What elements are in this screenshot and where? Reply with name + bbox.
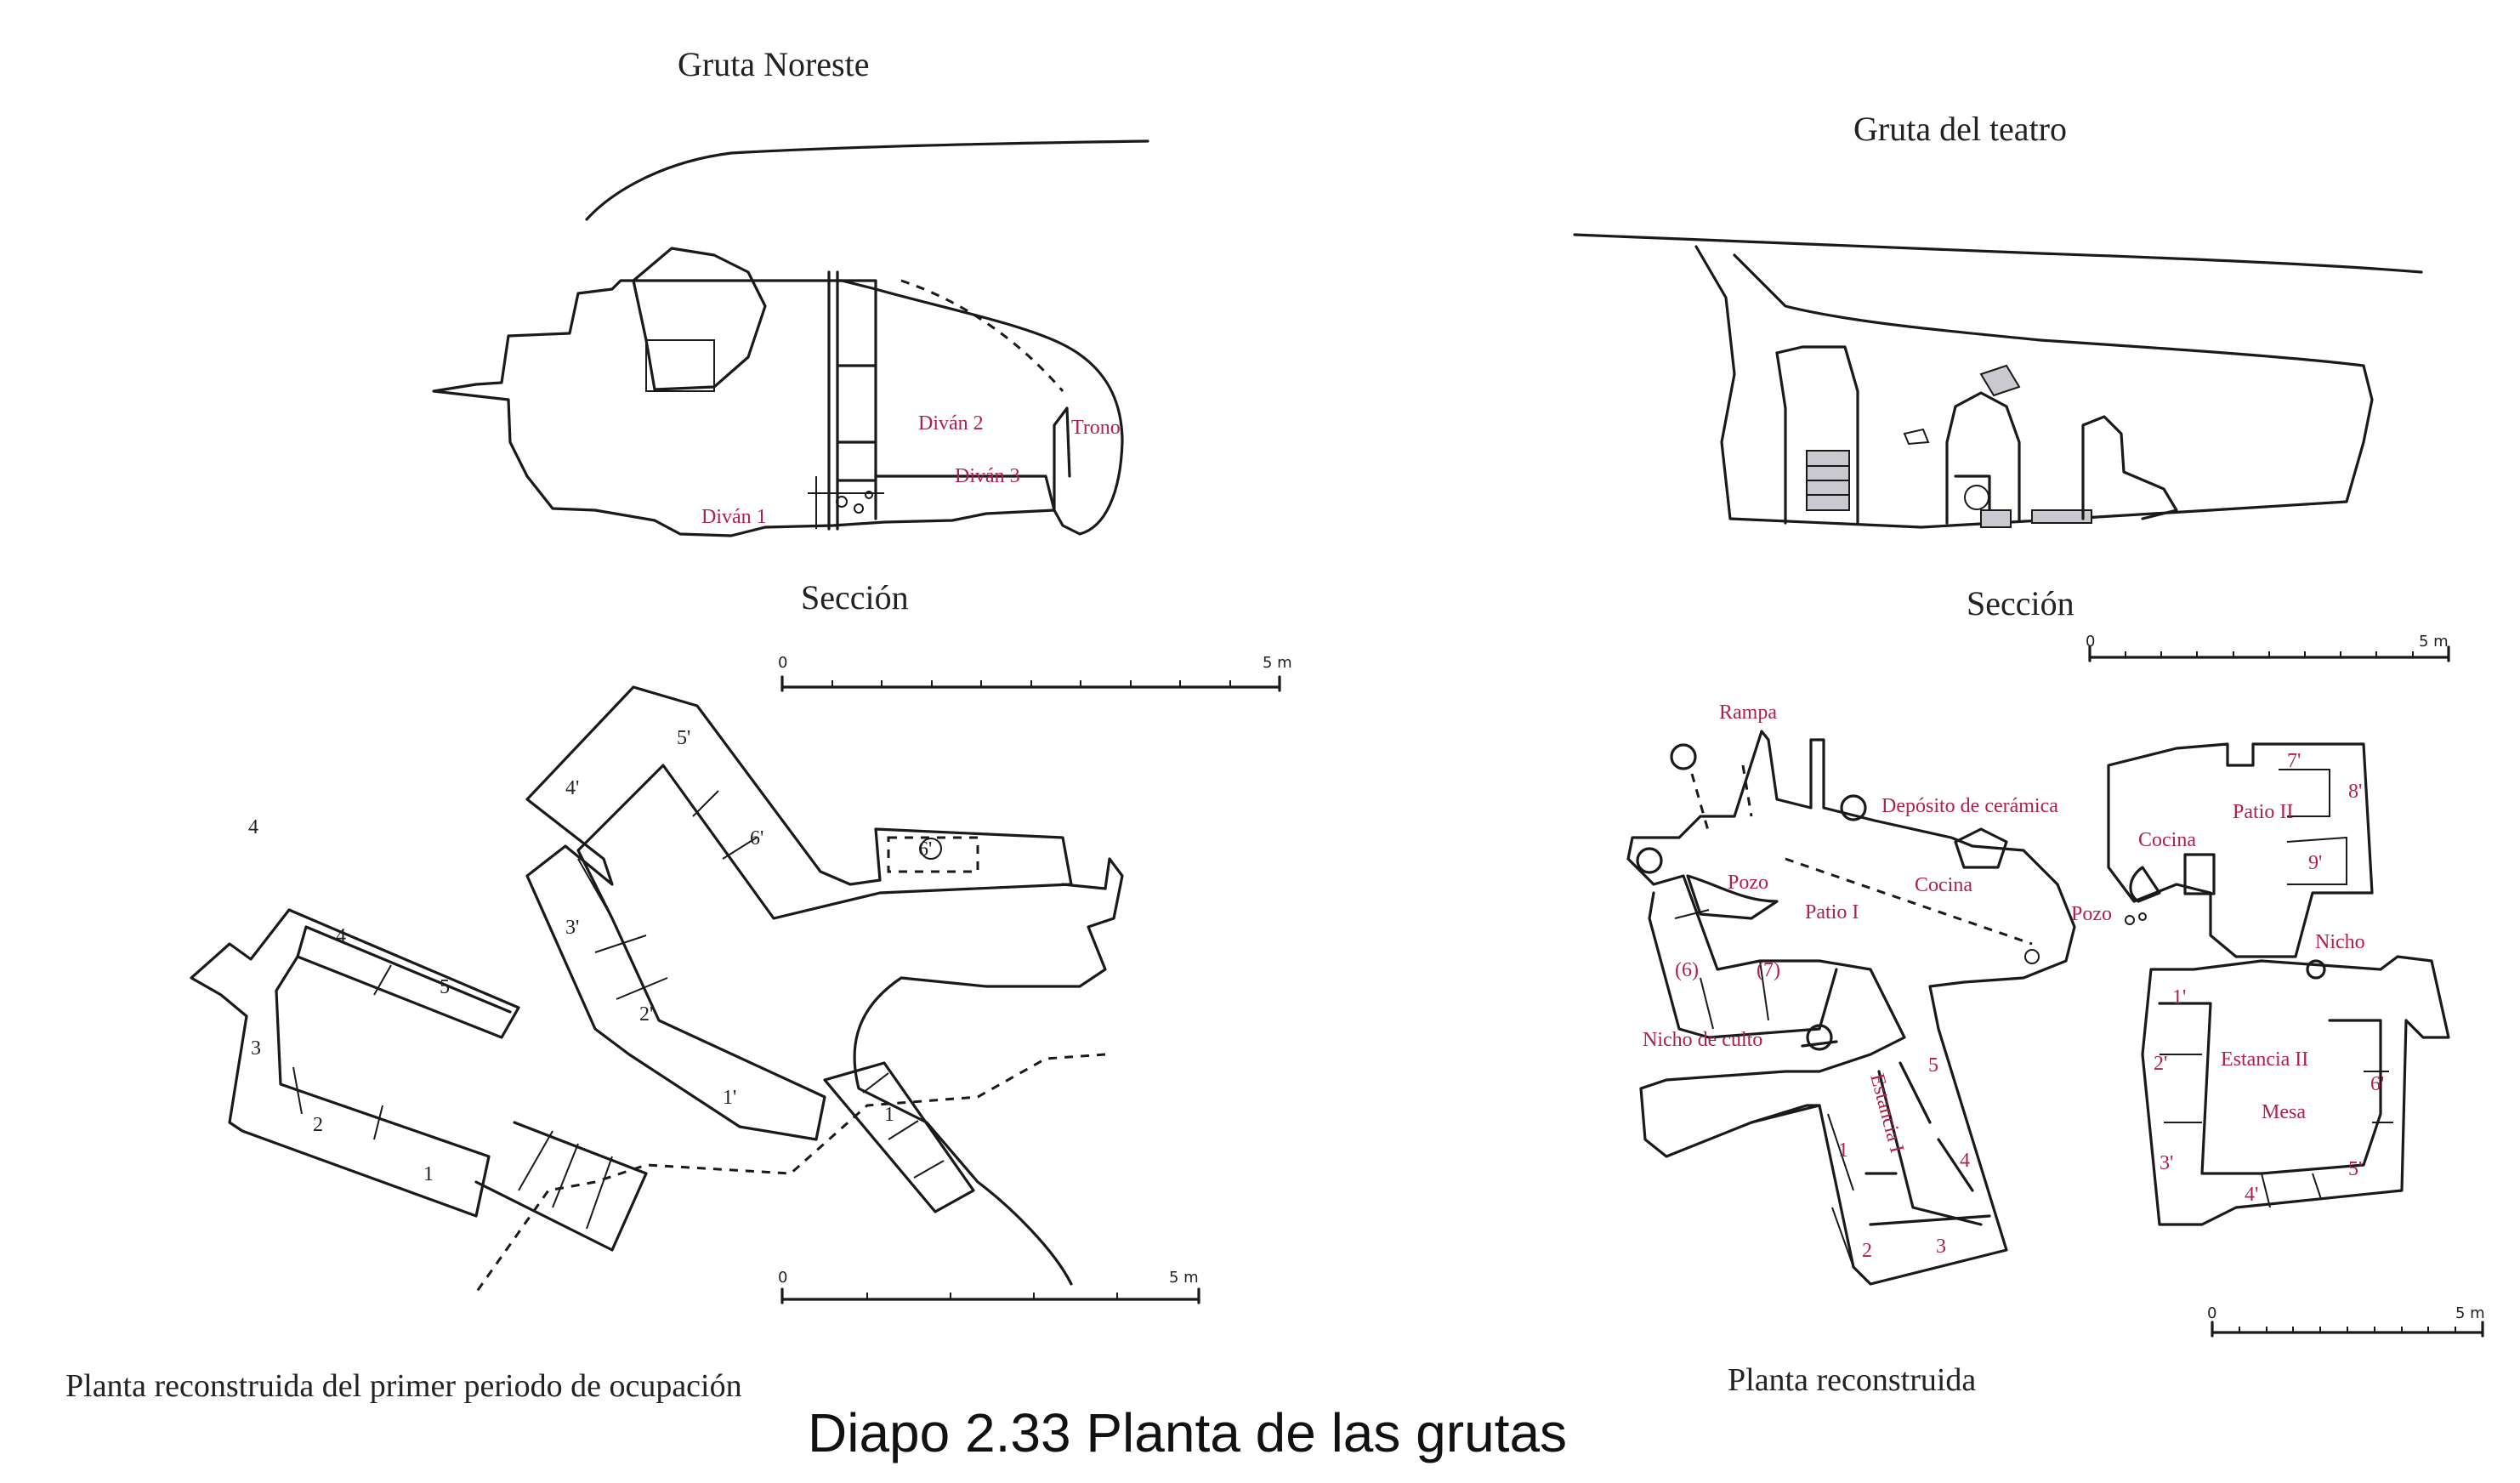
left-scale-bar-bottom <box>780 1287 1200 1304</box>
label-divan-2: Diván 2 <box>918 412 984 435</box>
left-scale-top-start: 0 <box>778 654 787 672</box>
right-label-8p: 8' <box>2348 781 2362 803</box>
label-divan-1: Diván 1 <box>701 506 767 528</box>
left-heading: Gruta Noreste <box>678 45 869 83</box>
right-label-estancia-i: Estancia I <box>1865 1071 1908 1156</box>
right-label-2p: 2' <box>2154 1053 2167 1075</box>
right-label-9p: 9' <box>2308 852 2322 874</box>
left-scale-bottom-end: 5 m <box>1169 1269 1199 1287</box>
right-scale-top-start: 0 <box>2086 633 2095 651</box>
right-plan-caption: Planta reconstruida <box>1728 1362 1976 1398</box>
right-heading: Gruta del teatro <box>1853 110 2067 148</box>
right-section-drawing <box>1573 233 2423 529</box>
left-label-4: 4 <box>336 925 346 947</box>
right-label-5p: 5' <box>2348 1158 2362 1180</box>
right-label-patio-i: Patio I <box>1805 901 1859 923</box>
left-scale-top-end: 5 m <box>1263 654 1292 672</box>
right-label-nicho: Nicho <box>2315 931 2365 953</box>
right-label-4p: 4' <box>2245 1184 2258 1206</box>
right-label-5: 5 <box>1928 1054 1938 1077</box>
right-label-1p: 1' <box>2172 986 2186 1009</box>
right-label-pozo-2: Pozo <box>2071 903 2112 925</box>
right-label-4: 4 <box>1960 1150 1970 1172</box>
label-divan-3: Diván 3 <box>955 465 1020 487</box>
right-label-6p: 6' <box>2370 1073 2384 1095</box>
left-label-4-outer: 4 <box>248 816 258 838</box>
right-label-2: 2 <box>1862 1240 1872 1262</box>
left-label-5: 5 <box>440 976 450 998</box>
right-label-7-paren: (7) <box>1757 959 1780 981</box>
right-label-deposito-ceramica: Depósito de cerámica <box>1881 795 2058 817</box>
left-label-2: 2 <box>313 1114 323 1136</box>
right-scale-bar-bottom <box>2211 1321 2484 1338</box>
right-label-mesa: Mesa <box>2262 1101 2306 1123</box>
left-label-3: 3 <box>251 1037 261 1060</box>
left-label-5p: 5' <box>677 727 690 749</box>
left-label-1-corridor: 1 <box>884 1104 894 1126</box>
left-label-1: 1 <box>423 1163 434 1185</box>
right-scale-bar-top <box>2088 645 2450 662</box>
left-section-caption: Sección <box>801 578 909 616</box>
label-trono: Trono <box>1071 417 1121 439</box>
left-label-6p-cave: 6' <box>918 838 932 861</box>
left-scale-bottom-start: 0 <box>778 1269 787 1287</box>
left-label-6p: 6' <box>750 827 763 849</box>
right-label-rampa: Rampa <box>1719 702 1777 724</box>
slide-title: Diapo 2.33 Planta de las grutas <box>808 1402 1567 1463</box>
right-scale-bottom-start: 0 <box>2207 1304 2216 1322</box>
left-label-1p: 1' <box>723 1087 736 1109</box>
right-scale-top-end: 5 m <box>2419 633 2449 651</box>
right-label-patio-ii: Patio II <box>2233 801 2293 823</box>
right-label-7p: 7' <box>2287 750 2301 772</box>
right-section-caption: Sección <box>1967 584 2074 622</box>
right-label-3: 3 <box>1936 1236 1946 1258</box>
right-label-estancia-ii: Estancia II <box>2221 1048 2308 1071</box>
right-label-1: 1 <box>1838 1139 1848 1162</box>
left-scale-bar-top <box>780 675 1281 692</box>
left-label-3p: 3' <box>565 917 579 939</box>
left-plan-caption: Planta reconstruida del primer periodo d… <box>65 1368 742 1404</box>
right-label-6-paren: (6) <box>1675 959 1699 981</box>
right-scale-bottom-end: 5 m <box>2455 1304 2485 1322</box>
right-label-pozo: Pozo <box>1728 872 1768 894</box>
left-plan-drawing <box>190 685 1124 1293</box>
left-label-2p: 2' <box>639 1003 653 1026</box>
right-label-cocina: Cocina <box>1915 874 1972 896</box>
left-label-4p: 4' <box>565 777 579 799</box>
left-section-drawing <box>432 139 1149 537</box>
right-label-cocina-2: Cocina <box>2138 829 2196 851</box>
right-label-3p: 3' <box>2160 1152 2173 1174</box>
right-label-nicho-culto: Nicho de culto <box>1643 1029 1762 1051</box>
right-plan-drawing <box>1626 730 2450 1286</box>
